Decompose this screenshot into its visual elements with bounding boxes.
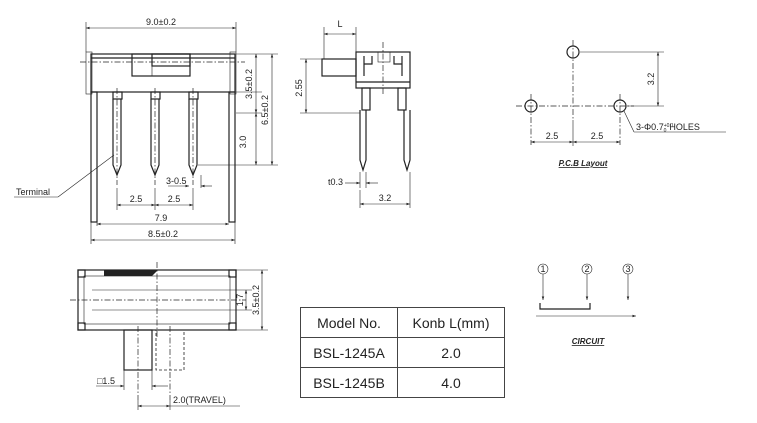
model-table: Model No. Konb L(mm) BSL-1245A 2.0 BSL-1… bbox=[300, 307, 505, 398]
table-header-row: Model No. Konb L(mm) bbox=[300, 307, 505, 338]
table-row: BSL-1245A 2.0 bbox=[300, 337, 505, 368]
terminal-label: Terminal bbox=[16, 187, 50, 197]
pcb-title: P.C.B Layout bbox=[559, 159, 608, 168]
bottom-dim-travel: 2.0(TRAVEL) bbox=[173, 395, 226, 405]
dim-knob-l: L bbox=[337, 19, 342, 29]
bottom-view: 1.7 3.5±0.2 □1.5 2.0(TRAVEL) bbox=[70, 262, 268, 410]
dim-pin-width: 3-0.5 bbox=[166, 176, 187, 186]
table-cell-model: BSL-1245A bbox=[300, 337, 398, 368]
bottom-dim-knob: □1.5 bbox=[97, 376, 115, 386]
table-cell-knob: 2.0 bbox=[397, 337, 505, 368]
dim-pitch-2: 2.5 bbox=[168, 194, 181, 204]
bottom-dim-outer: 3.5±0.2 bbox=[251, 285, 261, 315]
pcb-dim-pitch-2: 2.5 bbox=[591, 131, 604, 141]
dim-side-height: 2.55 bbox=[294, 79, 304, 97]
circuit-pin-3: 3 bbox=[625, 264, 630, 274]
pcb-dim-vertical: 3.2 bbox=[646, 73, 656, 86]
dim-pin-thickness: t0.3 bbox=[328, 177, 343, 187]
table-cell-model: BSL-1245B bbox=[300, 367, 398, 398]
pcb-hole-top bbox=[566, 45, 580, 59]
table-cell-knob: 4.0 bbox=[397, 367, 505, 398]
front-view: 9.0±0.2 3.5±0.2 6.5±0.2 3.0 Terminal 3-0… bbox=[14, 17, 278, 244]
dim-body-height: 3.5±0.2 bbox=[244, 69, 254, 99]
pcb-dim-pitch-1: 2.5 bbox=[546, 131, 559, 141]
circuit-pin-1: 1 bbox=[540, 264, 545, 274]
table-header-model: Model No. bbox=[300, 307, 398, 338]
pcb-hole-right bbox=[613, 99, 627, 113]
circuit-diagram: 1 2 3 CIRCUIT bbox=[536, 263, 636, 346]
bottom-dim-inner: 1.7 bbox=[235, 294, 245, 307]
dim-pitch-1: 2.5 bbox=[130, 194, 143, 204]
dim-pin-length: 3.0 bbox=[238, 136, 248, 149]
side-view: L 2.55 t0.3 3.2 bbox=[294, 19, 411, 208]
pcb-hole-left bbox=[524, 99, 538, 113]
table-header-knob: Konb L(mm) bbox=[397, 307, 505, 338]
circuit-pin-2: 2 bbox=[584, 264, 589, 274]
table-row: BSL-1245B 4.0 bbox=[300, 367, 505, 398]
dim-total-height: 6.5±0.2 bbox=[260, 95, 270, 125]
dim-base-width: 8.5±0.2 bbox=[148, 229, 178, 239]
dim-top-width: 9.0±0.2 bbox=[146, 17, 176, 27]
circuit-title: CIRCUIT bbox=[572, 337, 606, 346]
dim-outer-pins: 7.9 bbox=[155, 213, 168, 223]
dim-pin-span: 3.2 bbox=[379, 193, 392, 203]
